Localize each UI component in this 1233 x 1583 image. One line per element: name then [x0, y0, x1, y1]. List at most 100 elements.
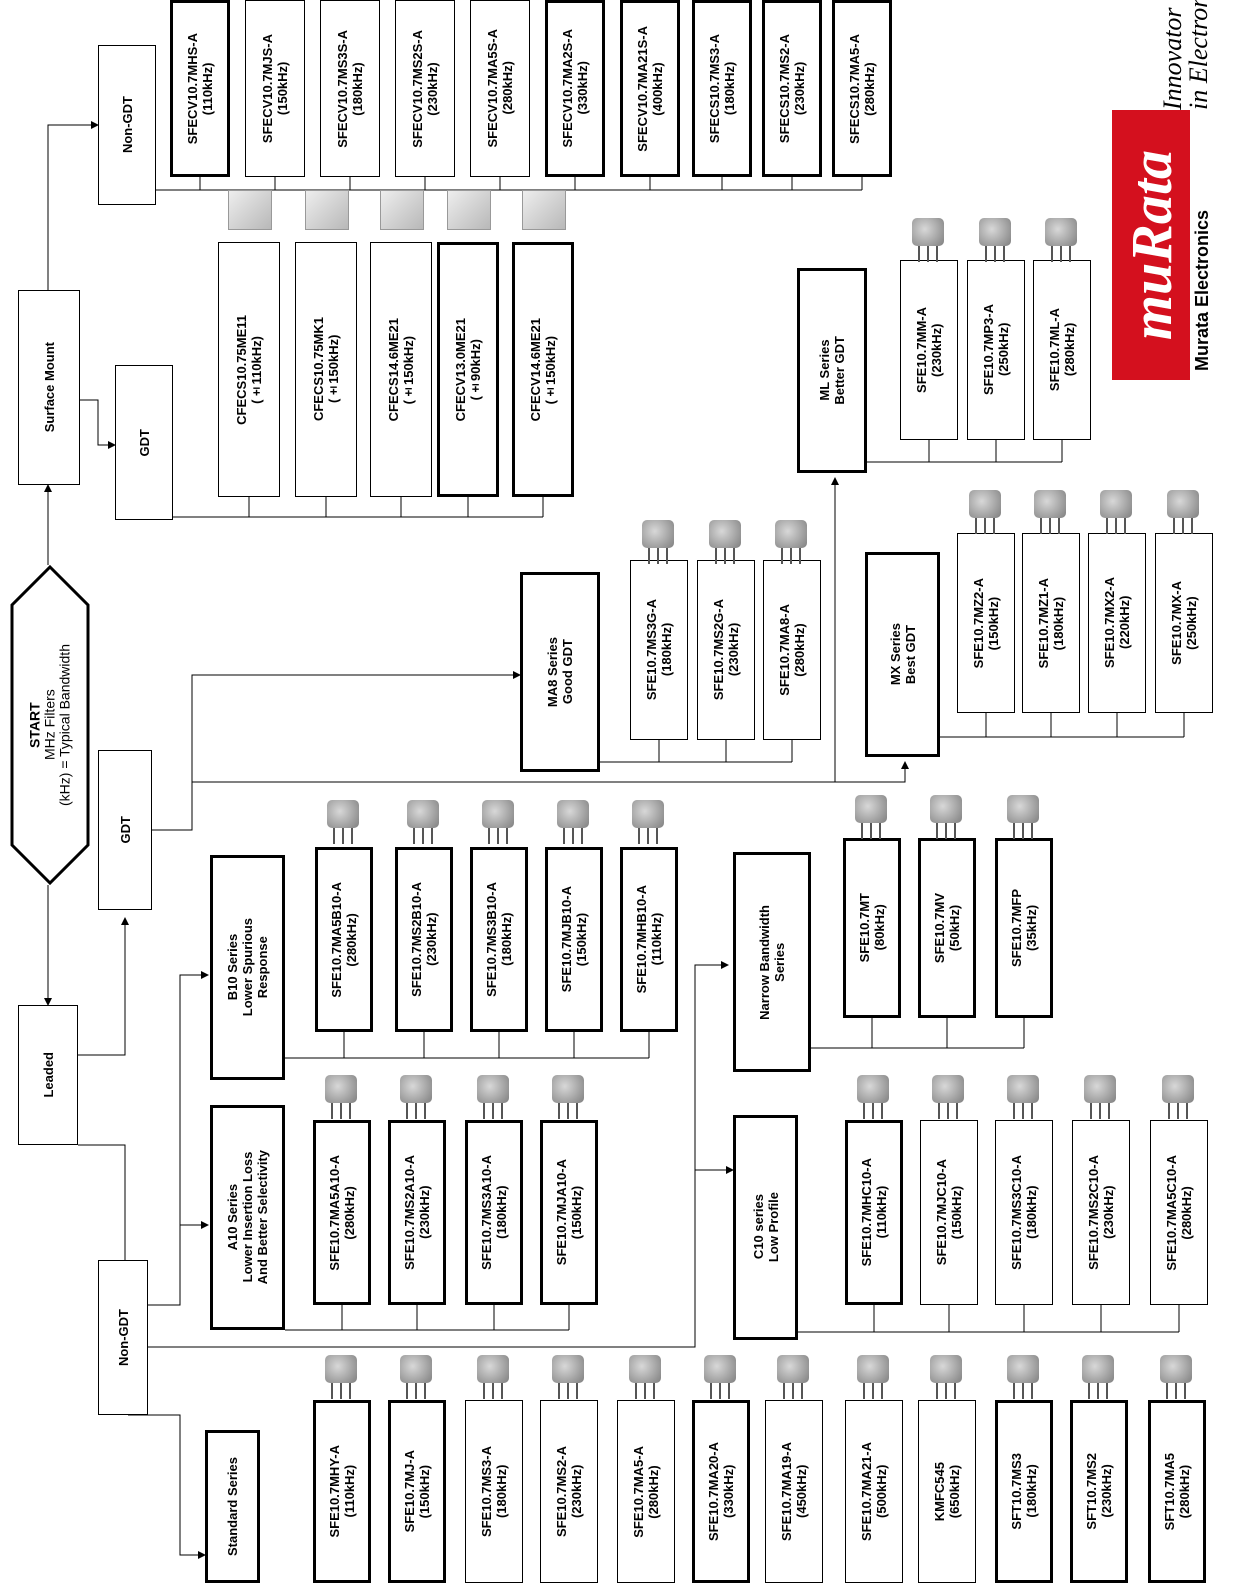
filter-component-icon [1167, 490, 1199, 534]
part-standard-9[interactable]: SFT10.7MS3(180kHz) [995, 1400, 1053, 1583]
series-narrow[interactable]: Narrow Bandwidth Series [733, 852, 811, 1072]
part-smd-nongdt-7[interactable]: SFECS10.7MS3-A(180kHz) [692, 0, 752, 177]
part-smd-nongdt-6[interactable]: SFECV10.7MA21S-A(400kHz) [620, 0, 680, 177]
part-standard-2[interactable]: SFE10.7MS3-A(180kHz) [465, 1400, 523, 1583]
part-ma8-2[interactable]: SFE10.7MA8-A(280kHz) [763, 560, 821, 740]
part-narrow-0[interactable]: SFE10.7MT(80kHz) [843, 838, 901, 1018]
part-b10-3[interactable]: SFE10.7MJB10-A(150kHz) [545, 847, 603, 1032]
surface-mount-node[interactable]: Surface Mount [18, 290, 80, 485]
gdt-smd-node[interactable]: GDT [115, 365, 173, 520]
nongdt-smd-node[interactable]: Non-GDT [98, 45, 156, 205]
part-smd-nongdt-9[interactable]: SFECS10.7MA5-A(280kHz) [832, 0, 892, 177]
part-mx-2[interactable]: SFE10.7MX2-A(220kHz) [1088, 533, 1146, 713]
part-bandwidth: (180kHz) [1051, 596, 1066, 649]
gdt-leaded-node[interactable]: GDT [98, 750, 152, 910]
filter-component-icon [1162, 1075, 1194, 1119]
part-smd-gdt-0[interactable]: CFECS10.75ME11(±110kHz) [218, 242, 280, 497]
part-a10-2[interactable]: SFE10.7MS3A10-A(180kHz) [465, 1120, 523, 1305]
filter-component-icon [930, 1355, 962, 1399]
part-smd-nongdt-0[interactable]: SFECV10.7MHS-A(110kHz) [170, 0, 230, 177]
part-standard-5[interactable]: SFE10.7MA20-A(330kHz) [692, 1400, 750, 1583]
start-label: STARTMHz Filters(kHz) = Typical Bandwidt… [12, 575, 88, 875]
part-narrow-2[interactable]: SFE10.7MFP(35kHz) [995, 838, 1053, 1018]
part-ml-0[interactable]: SFE10.7MM-A(230kHz) [900, 260, 958, 440]
part-mx-3[interactable]: SFE10.7MX-A(250kHz) [1155, 533, 1213, 713]
leaded-node[interactable]: Leaded [18, 1005, 78, 1145]
part-a10-1[interactable]: SFE10.7MS2A10-A(230kHz) [388, 1120, 446, 1305]
filter-component-icon [709, 520, 741, 564]
part-standard-11[interactable]: SFT10.7MA5(280kHz) [1148, 1400, 1206, 1583]
part-b10-2[interactable]: SFE10.7MS3B10-A(180kHz) [470, 847, 528, 1032]
part-mx-0[interactable]: SFE10.7MZ2-A(150kHz) [957, 533, 1015, 713]
part-bandwidth: (280kHz) [500, 62, 515, 115]
part-bandwidth: (80kHz) [872, 905, 887, 951]
smd-component-icon [522, 190, 566, 230]
part-c10-0[interactable]: SFE10.7MHC10-A(110kHz) [845, 1120, 903, 1305]
series-standard[interactable]: Standard Series [205, 1430, 260, 1583]
part-bandwidth: (250kHz) [996, 323, 1011, 376]
part-name: SFECS10.7MS2-A [777, 34, 792, 143]
part-smd-nongdt-5[interactable]: SFECV10.7MA2S-A(330kHz) [545, 0, 605, 177]
series-b10[interactable]: B10 Series Lower Spurious Response [210, 855, 285, 1080]
part-smd-nongdt-4[interactable]: SFECV10.7MA5S-A(280kHz) [470, 0, 530, 177]
part-name: SFE10.7MS3C10-A [1009, 1155, 1024, 1270]
part-ml-1[interactable]: SFE10.7MP3-A(250kHz) [967, 260, 1025, 440]
part-ma8-1[interactable]: SFE10.7MS2G-A(230kHz) [697, 560, 755, 740]
part-narrow-1[interactable]: SFE10.7MV(50kHz) [918, 838, 976, 1018]
part-b10-1[interactable]: SFE10.7MS2B10-A(230kHz) [395, 847, 453, 1032]
part-smd-nongdt-8[interactable]: SFECS10.7MS2-A(230kHz) [762, 0, 822, 177]
part-standard-4[interactable]: SFE10.7MA5-A(280kHz) [617, 1400, 675, 1583]
series-ml[interactable]: ML Series Better GDT [797, 268, 867, 473]
part-ma8-0[interactable]: SFE10.7MS3G-A(180kHz) [630, 560, 688, 740]
part-mx-1[interactable]: SFE10.7MZ1-A(180kHz) [1022, 533, 1080, 713]
part-name: CFECV14.6ME21 [528, 318, 543, 421]
part-bandwidth: (150kHz) [275, 62, 290, 115]
part-name: SFE10.7MHY-A [327, 1445, 342, 1537]
part-bandwidth: (230kHz) [1099, 1465, 1114, 1518]
part-smd-gdt-3[interactable]: CFECV13.0ME21(±90kHz) [437, 242, 499, 497]
part-standard-8[interactable]: KMFC545(650kHz) [918, 1400, 976, 1583]
filter-component-icon [552, 1355, 584, 1399]
part-bandwidth: (110kHz) [649, 913, 664, 966]
part-standard-3[interactable]: SFE10.7MS2-A(230kHz) [540, 1400, 598, 1583]
part-standard-10[interactable]: SFT10.7MS2(230kHz) [1070, 1400, 1128, 1583]
filter-component-icon [477, 1355, 509, 1399]
part-smd-gdt-4[interactable]: CFECV14.6ME21(±150kHz) [512, 242, 574, 497]
part-name: SFE10.7MJB10-A [559, 886, 574, 992]
part-smd-gdt-2[interactable]: CFECS14.6ME21(±150kHz) [370, 242, 432, 497]
part-c10-4[interactable]: SFE10.7MA5C10-A(280kHz) [1150, 1120, 1208, 1305]
nongdt-leaded-node[interactable]: Non-GDT [98, 1260, 148, 1415]
part-name: SFE10.7MA21-A [859, 1442, 874, 1541]
part-name: SFE10.7MS3B10-A [484, 882, 499, 997]
series-ma8[interactable]: MA8 Series Good GDT [520, 572, 600, 772]
part-a10-3[interactable]: SFE10.7MJA10-A(150kHz) [540, 1120, 598, 1305]
part-name: SFE10.7MS3A10-A [479, 1155, 494, 1270]
part-ml-2[interactable]: SFE10.7ML-A(280kHz) [1033, 260, 1091, 440]
filter-component-icon [704, 1355, 736, 1399]
part-bandwidth: (35kHz) [1024, 905, 1039, 951]
part-b10-0[interactable]: SFE10.7MA5B10-A(280kHz) [315, 847, 373, 1032]
part-b10-4[interactable]: SFE10.7MHB10-A(110kHz) [620, 847, 678, 1032]
part-a10-0[interactable]: SFE10.7MA5A10-A(280kHz) [313, 1120, 371, 1305]
series-c10[interactable]: C10 series Low Profile [733, 1115, 798, 1340]
part-bandwidth: (280kHz) [792, 623, 807, 676]
part-c10-2[interactable]: SFE10.7MS3C10-A(180kHz) [995, 1120, 1053, 1305]
series-mx[interactable]: MX Series Best GDT [865, 552, 940, 757]
part-smd-gdt-1[interactable]: CFECS10.75MK1(±150kHz) [295, 242, 357, 497]
filter-component-icon [327, 800, 359, 844]
part-standard-1[interactable]: SFE10.7MJ-A(150kHz) [388, 1400, 446, 1583]
series-a10[interactable]: A10 Series Lower Insertion Loss And Bett… [210, 1105, 285, 1330]
filter-component-icon [1045, 218, 1077, 262]
part-standard-6[interactable]: SFE10.7MA19-A(450kHz) [765, 1400, 823, 1583]
part-standard-7[interactable]: SFE10.7MA21-A(500kHz) [845, 1400, 903, 1583]
part-bandwidth: (280kHz) [1179, 1186, 1194, 1239]
part-bandwidth: (330kHz) [575, 62, 590, 115]
part-c10-1[interactable]: SFE10.7MJC10-A(150kHz) [920, 1120, 978, 1305]
part-smd-nongdt-3[interactable]: SFECV10.7MS2S-A(230kHz) [395, 0, 455, 177]
part-bandwidth: (180kHz) [1024, 1186, 1039, 1239]
part-name: SFT10.7MA5 [1162, 1453, 1177, 1530]
part-standard-0[interactable]: SFE10.7MHY-A(110kHz) [313, 1400, 371, 1583]
part-smd-nongdt-1[interactable]: SFECV10.7MJS-A(150kHz) [245, 0, 305, 177]
part-smd-nongdt-2[interactable]: SFECV10.7MS3S-A(180kHz) [320, 0, 380, 177]
part-c10-3[interactable]: SFE10.7MS2C10-A(230kHz) [1072, 1120, 1130, 1305]
